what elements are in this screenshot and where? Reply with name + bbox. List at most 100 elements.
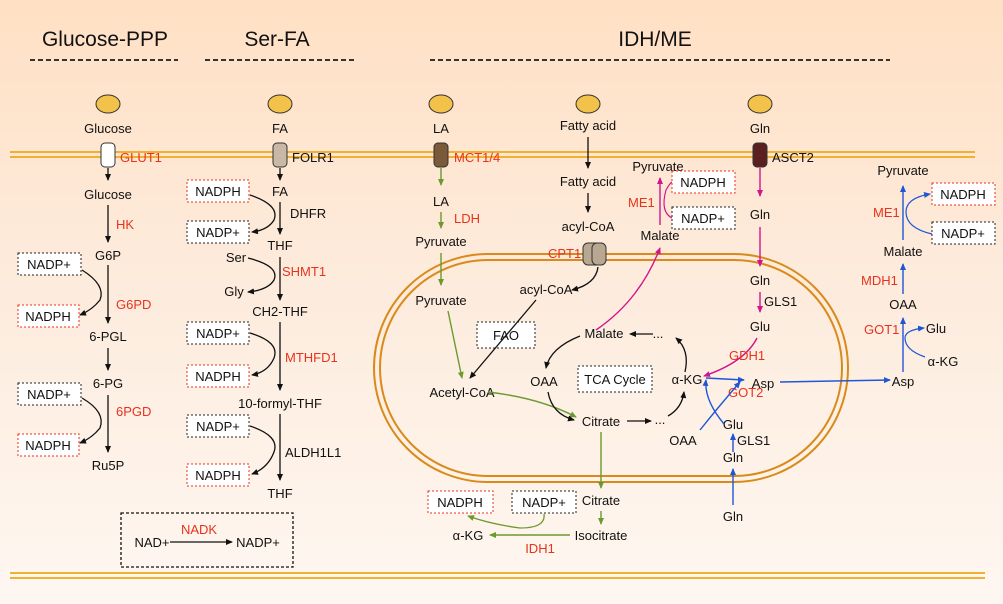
pyruvate-label: Pyruvate — [415, 293, 466, 308]
nadp-label: NADP+ — [196, 225, 240, 240]
dhfr-label: DHFR — [290, 206, 326, 221]
6pgl-label: 6-PGL — [89, 329, 127, 344]
ellipsis: ... — [655, 412, 666, 427]
nadp-label: NADP+ — [196, 326, 240, 341]
metabolite-icon — [428, 94, 454, 114]
akg-label: α-KG — [672, 372, 703, 387]
arrow — [675, 337, 687, 373]
metabolite-icon — [95, 94, 121, 114]
section-idh-me: IDH/ME — [618, 28, 692, 51]
glucose-label: Glucose — [84, 187, 132, 202]
pyruvate-label: Pyruvate — [415, 234, 466, 249]
isocitrate-label: Isocitrate — [575, 528, 628, 543]
section-glucose-ppp: Glucose-PPP — [42, 28, 168, 51]
cpt1-transporter-icon — [591, 242, 607, 266]
glucose-label: Glucose — [84, 121, 132, 136]
nadph-label: NADPH — [195, 369, 241, 384]
ch2-thf-label: CH2-THF — [252, 304, 308, 319]
gln-label: Gln — [750, 273, 770, 288]
shmt1-label: SHMT1 — [282, 264, 326, 279]
akg-label: α-KG — [928, 354, 959, 369]
mdh1-label: MDH1 — [861, 273, 898, 288]
thf-label: THF — [267, 486, 292, 501]
section-ser-fa: Ser-FA — [244, 28, 309, 51]
malate-label: Malate — [584, 326, 623, 341]
fa-label: FA — [272, 121, 288, 136]
la-label: LA — [433, 121, 449, 136]
arrow — [487, 391, 577, 418]
nadk-box — [120, 512, 294, 568]
aldh1l1-label: ALDH1L1 — [285, 445, 341, 460]
cofactor-arrow — [905, 192, 933, 235]
nadph-label: NADPH — [437, 495, 483, 510]
gln-label: Gln — [750, 207, 770, 222]
6pg-label: 6-PG — [93, 376, 123, 391]
arrow — [703, 337, 758, 377]
acyl-coa-label: acyl-CoA — [520, 282, 573, 297]
arrow — [667, 391, 687, 417]
gls1-label: GLS1 — [764, 294, 797, 309]
asct2-label: ASCT2 — [772, 150, 814, 165]
nadph-box — [671, 170, 736, 194]
nadk-label: NADK — [181, 522, 217, 537]
nadph-box — [17, 433, 80, 457]
nadph-label: NADPH — [680, 175, 726, 190]
arrow — [702, 379, 725, 425]
mthfd1-label: MTHFD1 — [285, 350, 338, 365]
akg-label: α-KG — [453, 528, 484, 543]
ser-label: Ser — [226, 250, 247, 265]
fatty-acid-label: Fatty acid — [560, 118, 616, 133]
me1-label: ME1 — [873, 205, 900, 220]
metabolite-icon — [747, 94, 773, 114]
nadp-label: NADP+ — [27, 257, 71, 272]
acetyl-coa-label: Acetyl-CoA — [429, 385, 494, 400]
nadph-box — [186, 179, 250, 203]
mct-transporter-icon — [433, 142, 449, 168]
nadph-label: NADPH — [25, 309, 71, 324]
me1-label: ME1 — [628, 195, 655, 210]
6pgd-label: 6PGD — [116, 404, 151, 419]
glut1-label: GLUT1 — [120, 150, 162, 165]
fa-label: FA — [272, 184, 288, 199]
hk-label: HK — [116, 217, 134, 232]
got2-label: GOT2 — [728, 385, 763, 400]
arrow — [779, 377, 891, 384]
got1-label: GOT1 — [864, 322, 899, 337]
glut1-transporter-icon — [100, 142, 116, 168]
pyruvate-label: Pyruvate — [877, 163, 928, 178]
la-label: LA — [433, 194, 449, 209]
nad-label: NAD+ — [134, 535, 169, 550]
cofactor-arrow — [79, 397, 102, 444]
cofactor-arrow — [663, 181, 673, 219]
asp-label: Asp — [752, 376, 774, 391]
nadp-label: NADP+ — [196, 419, 240, 434]
g6p-label: G6P — [95, 248, 121, 263]
arrow — [571, 266, 599, 292]
pyruvate-label: Pyruvate — [632, 159, 683, 174]
cofactor-arrow — [467, 513, 545, 529]
ru5p-label: Ru5P — [92, 458, 125, 473]
gls1-label: GLS1 — [737, 433, 770, 448]
thf-label: THF — [267, 238, 292, 253]
nadp-box — [186, 220, 250, 244]
gln-label: Gln — [750, 121, 770, 136]
10-formyl-thf-label: 10-formyl-THF — [238, 396, 322, 411]
glu-label: Glu — [723, 417, 743, 432]
arrow — [547, 391, 575, 422]
oaa-label: OAA — [530, 374, 558, 389]
tca-cycle-label: TCA Cycle — [584, 372, 645, 387]
arrow — [544, 335, 581, 369]
nadp-label: NADP+ — [522, 495, 566, 510]
nadph-label: NADPH — [25, 438, 71, 453]
g6pd-label: G6PD — [116, 297, 151, 312]
fatty-acid-label: Fatty acid — [560, 174, 616, 189]
nadph-label: NADPH — [195, 468, 241, 483]
gdh1-label: GDH1 — [729, 348, 765, 363]
oaa-label: OAA — [669, 433, 697, 448]
cofactor-arrow — [249, 332, 276, 377]
nadp-box — [186, 414, 250, 438]
nadph-box — [186, 463, 250, 487]
gly-label: Gly — [224, 284, 244, 299]
